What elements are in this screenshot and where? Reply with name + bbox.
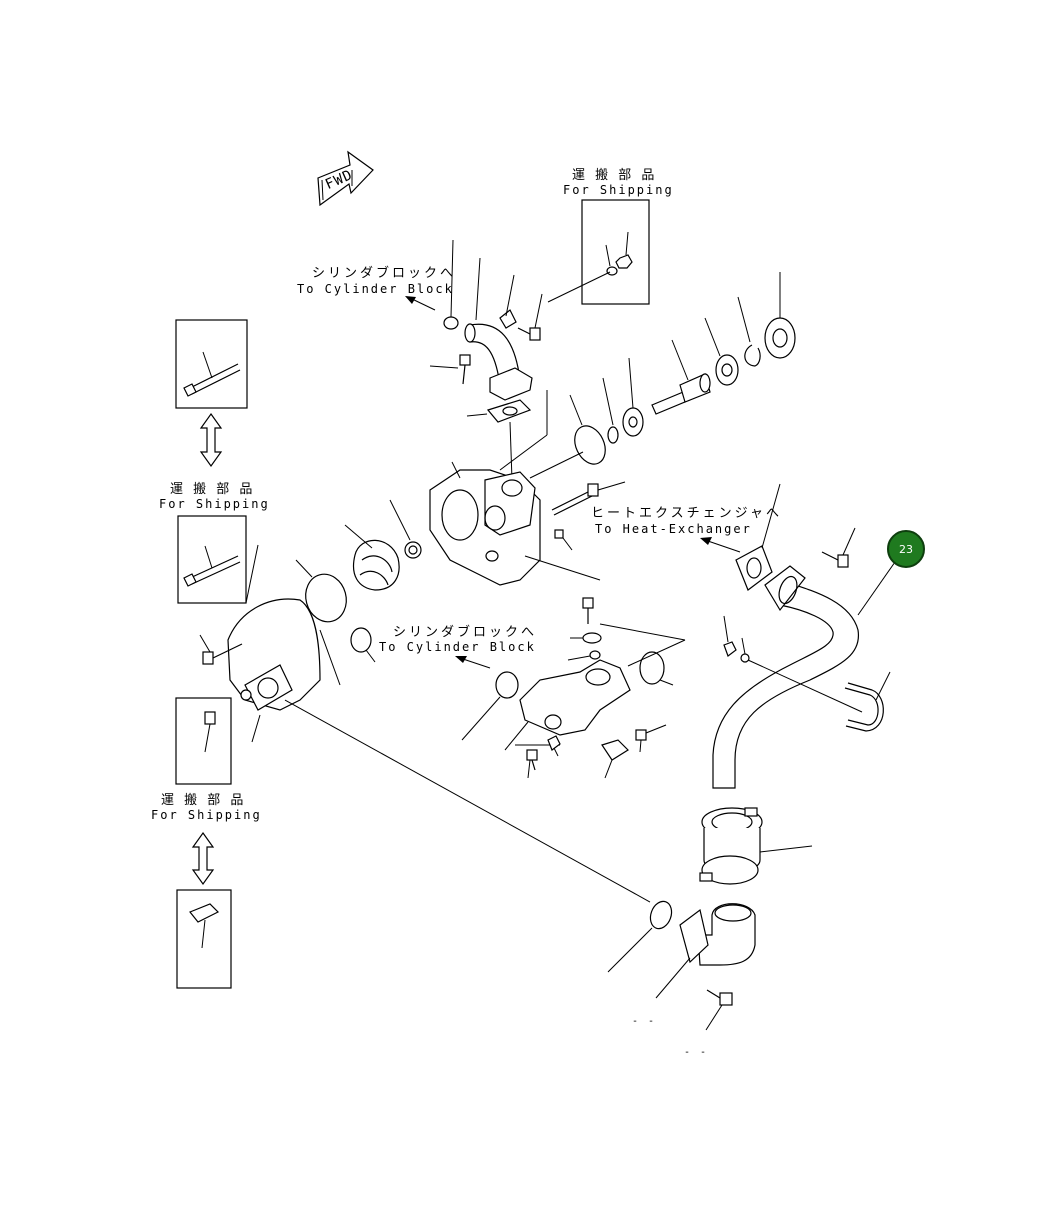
- lower-elbow-part: [655, 903, 756, 999]
- to-cylinder-block-mid-en: To Cylinder Block: [379, 640, 536, 654]
- gasket-part: [466, 399, 532, 423]
- shipping-box-left-3: [175, 697, 232, 785]
- arrow-to-cylinder-block-mid-icon: [455, 656, 491, 669]
- nut-part: [723, 615, 737, 657]
- water-outlet-part: [504, 659, 631, 751]
- o-ring-part: [495, 671, 519, 699]
- o-ring-part: [443, 316, 459, 330]
- u-bolt-part: [844, 671, 891, 732]
- bolt-part: [515, 744, 560, 779]
- bracket-part: [499, 274, 517, 329]
- to-cylinder-block-top-en: To Cylinder Block: [297, 282, 454, 296]
- sensor-part: [601, 739, 629, 779]
- o-ring-part: [305, 573, 347, 623]
- nut-part: [547, 735, 561, 757]
- sensor-icon: [189, 903, 220, 949]
- shipping-box-left-1: [175, 319, 248, 409]
- washer-part: [740, 653, 750, 663]
- water-pipe-part: [712, 561, 896, 789]
- shipping-top-en: For Shipping: [563, 183, 674, 197]
- impeller-small-part: [622, 357, 644, 437]
- bolt-part: [517, 293, 543, 341]
- bolt-part: [582, 597, 594, 624]
- dash-mark-1: - -: [632, 1016, 657, 1027]
- o-ring-part: [649, 900, 673, 930]
- impeller-part: [344, 524, 400, 591]
- shipping-left-en: For Shipping: [159, 497, 270, 511]
- o-ring-part: [574, 425, 606, 465]
- o-ring-part: [639, 651, 665, 685]
- callout-badge[interactable]: 23: [887, 530, 925, 568]
- fitting-icon: [204, 711, 216, 753]
- to-heat-exchanger-jp: ヒートエクスチェンジャへ: [591, 506, 782, 521]
- shipping-left-jp: 運 搬 部 品: [170, 482, 256, 497]
- arrow-to-cylinder-block-top-icon: [405, 296, 436, 311]
- seal-part: [389, 499, 422, 559]
- shipping-box-left-2: [177, 515, 247, 604]
- pump-cover-part: [227, 598, 341, 743]
- shaft-part: [651, 339, 711, 415]
- pump-housing-part: [429, 461, 541, 586]
- small-bolt-part: [554, 529, 573, 551]
- long-bolt-icon: [183, 351, 241, 397]
- shipping-bottom-en: For Shipping: [151, 808, 262, 822]
- washer-part: [589, 650, 601, 660]
- shipping-top-jp: 運 搬 部 品: [572, 168, 658, 183]
- pulley-part: [764, 272, 796, 359]
- dash-mark-2: - -: [684, 1047, 709, 1058]
- gasket-part: [735, 483, 781, 591]
- shipping-box-top: [581, 199, 650, 305]
- through-bolt-part: [551, 481, 626, 516]
- shipping-bottom-jp: 運 搬 部 品: [161, 793, 247, 808]
- arrow-to-heat-exchanger-icon: [700, 537, 741, 553]
- double-arrow-icon: [191, 831, 215, 886]
- fwd-arrow-icon: [317, 150, 374, 207]
- bolt-part: [199, 634, 243, 665]
- seal-part: [607, 426, 619, 444]
- plug-part: [570, 632, 602, 644]
- bolt-part: [821, 527, 856, 568]
- bearing-part: [704, 317, 739, 386]
- to-heat-exchanger-en: To Heat-Exchanger: [595, 522, 752, 536]
- elbow-pipe-part: [464, 257, 533, 401]
- long-bolt-icon: [183, 545, 241, 587]
- bolt-part: [429, 354, 471, 385]
- snap-ring-part: [737, 296, 761, 367]
- to-cylinder-block-mid-jp: シリンダブロックへ: [393, 625, 538, 640]
- bolt-part: [635, 724, 667, 753]
- double-arrow-icon: [199, 412, 223, 468]
- nut-icon: [605, 231, 633, 276]
- hose-clamp-part: [699, 807, 813, 885]
- to-cylinder-block-top-jp: シリンダブロックへ: [312, 266, 457, 281]
- shipping-box-left-4: [176, 889, 232, 989]
- o-ring-part: [350, 627, 372, 653]
- bolt-part: [705, 989, 733, 1031]
